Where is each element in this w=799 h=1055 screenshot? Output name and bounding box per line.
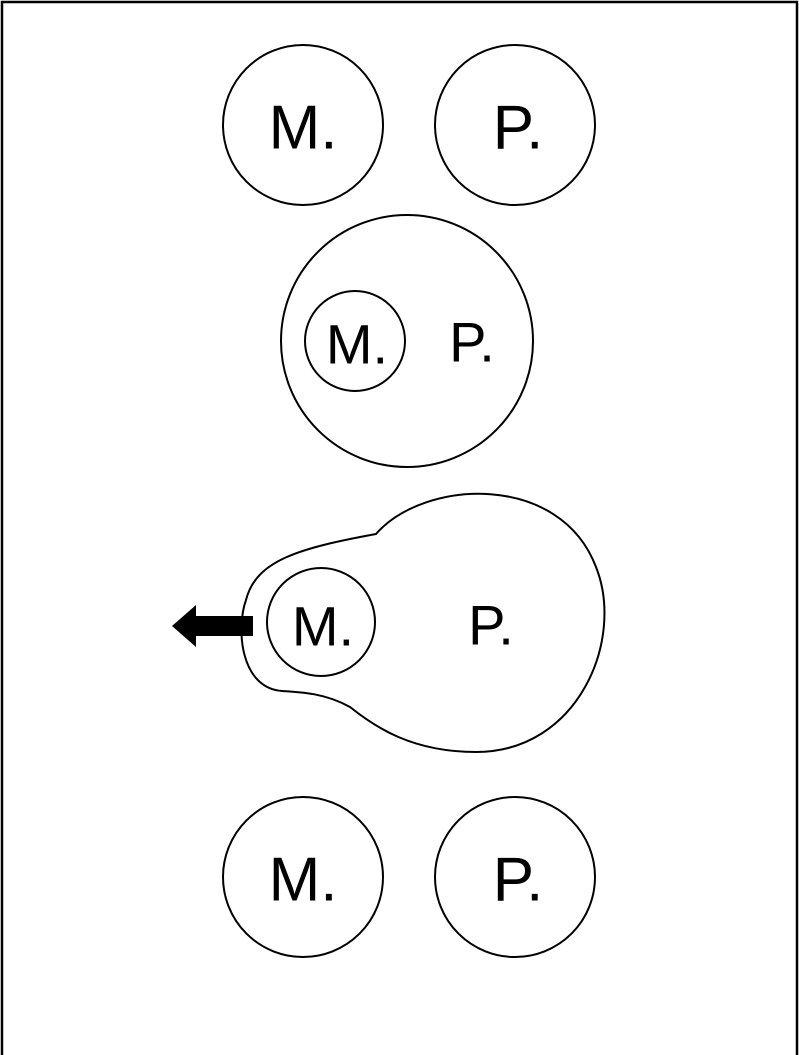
- stage-exiting: M. P.: [172, 492, 606, 754]
- p-cell-label: P.: [493, 94, 544, 163]
- p-cell-bulging: [240, 492, 606, 754]
- stage-released: M. P.: [222, 796, 596, 958]
- m-cell-inner: [266, 567, 376, 677]
- m-cell-label: M.: [269, 846, 338, 915]
- p-cell-outer-label: P.: [449, 311, 495, 374]
- m-cell: [222, 44, 384, 206]
- p-cell-label: P.: [493, 846, 544, 915]
- m-cell: [222, 796, 384, 958]
- stage-engulfed: M. P.: [280, 214, 534, 468]
- stage-separate: M. P.: [222, 44, 596, 206]
- p-cell-outer: [280, 214, 534, 468]
- p-cell: [434, 44, 596, 206]
- m-cell-label: M.: [269, 94, 338, 163]
- m-cell-inner-label: M.: [292, 595, 354, 658]
- m-cell-inner-label: M.: [326, 313, 388, 376]
- left-arrow-icon: [172, 605, 253, 647]
- p-cell: [434, 796, 596, 958]
- m-cell-inner: [304, 290, 406, 392]
- p-cell-outer-label: P.: [468, 594, 514, 657]
